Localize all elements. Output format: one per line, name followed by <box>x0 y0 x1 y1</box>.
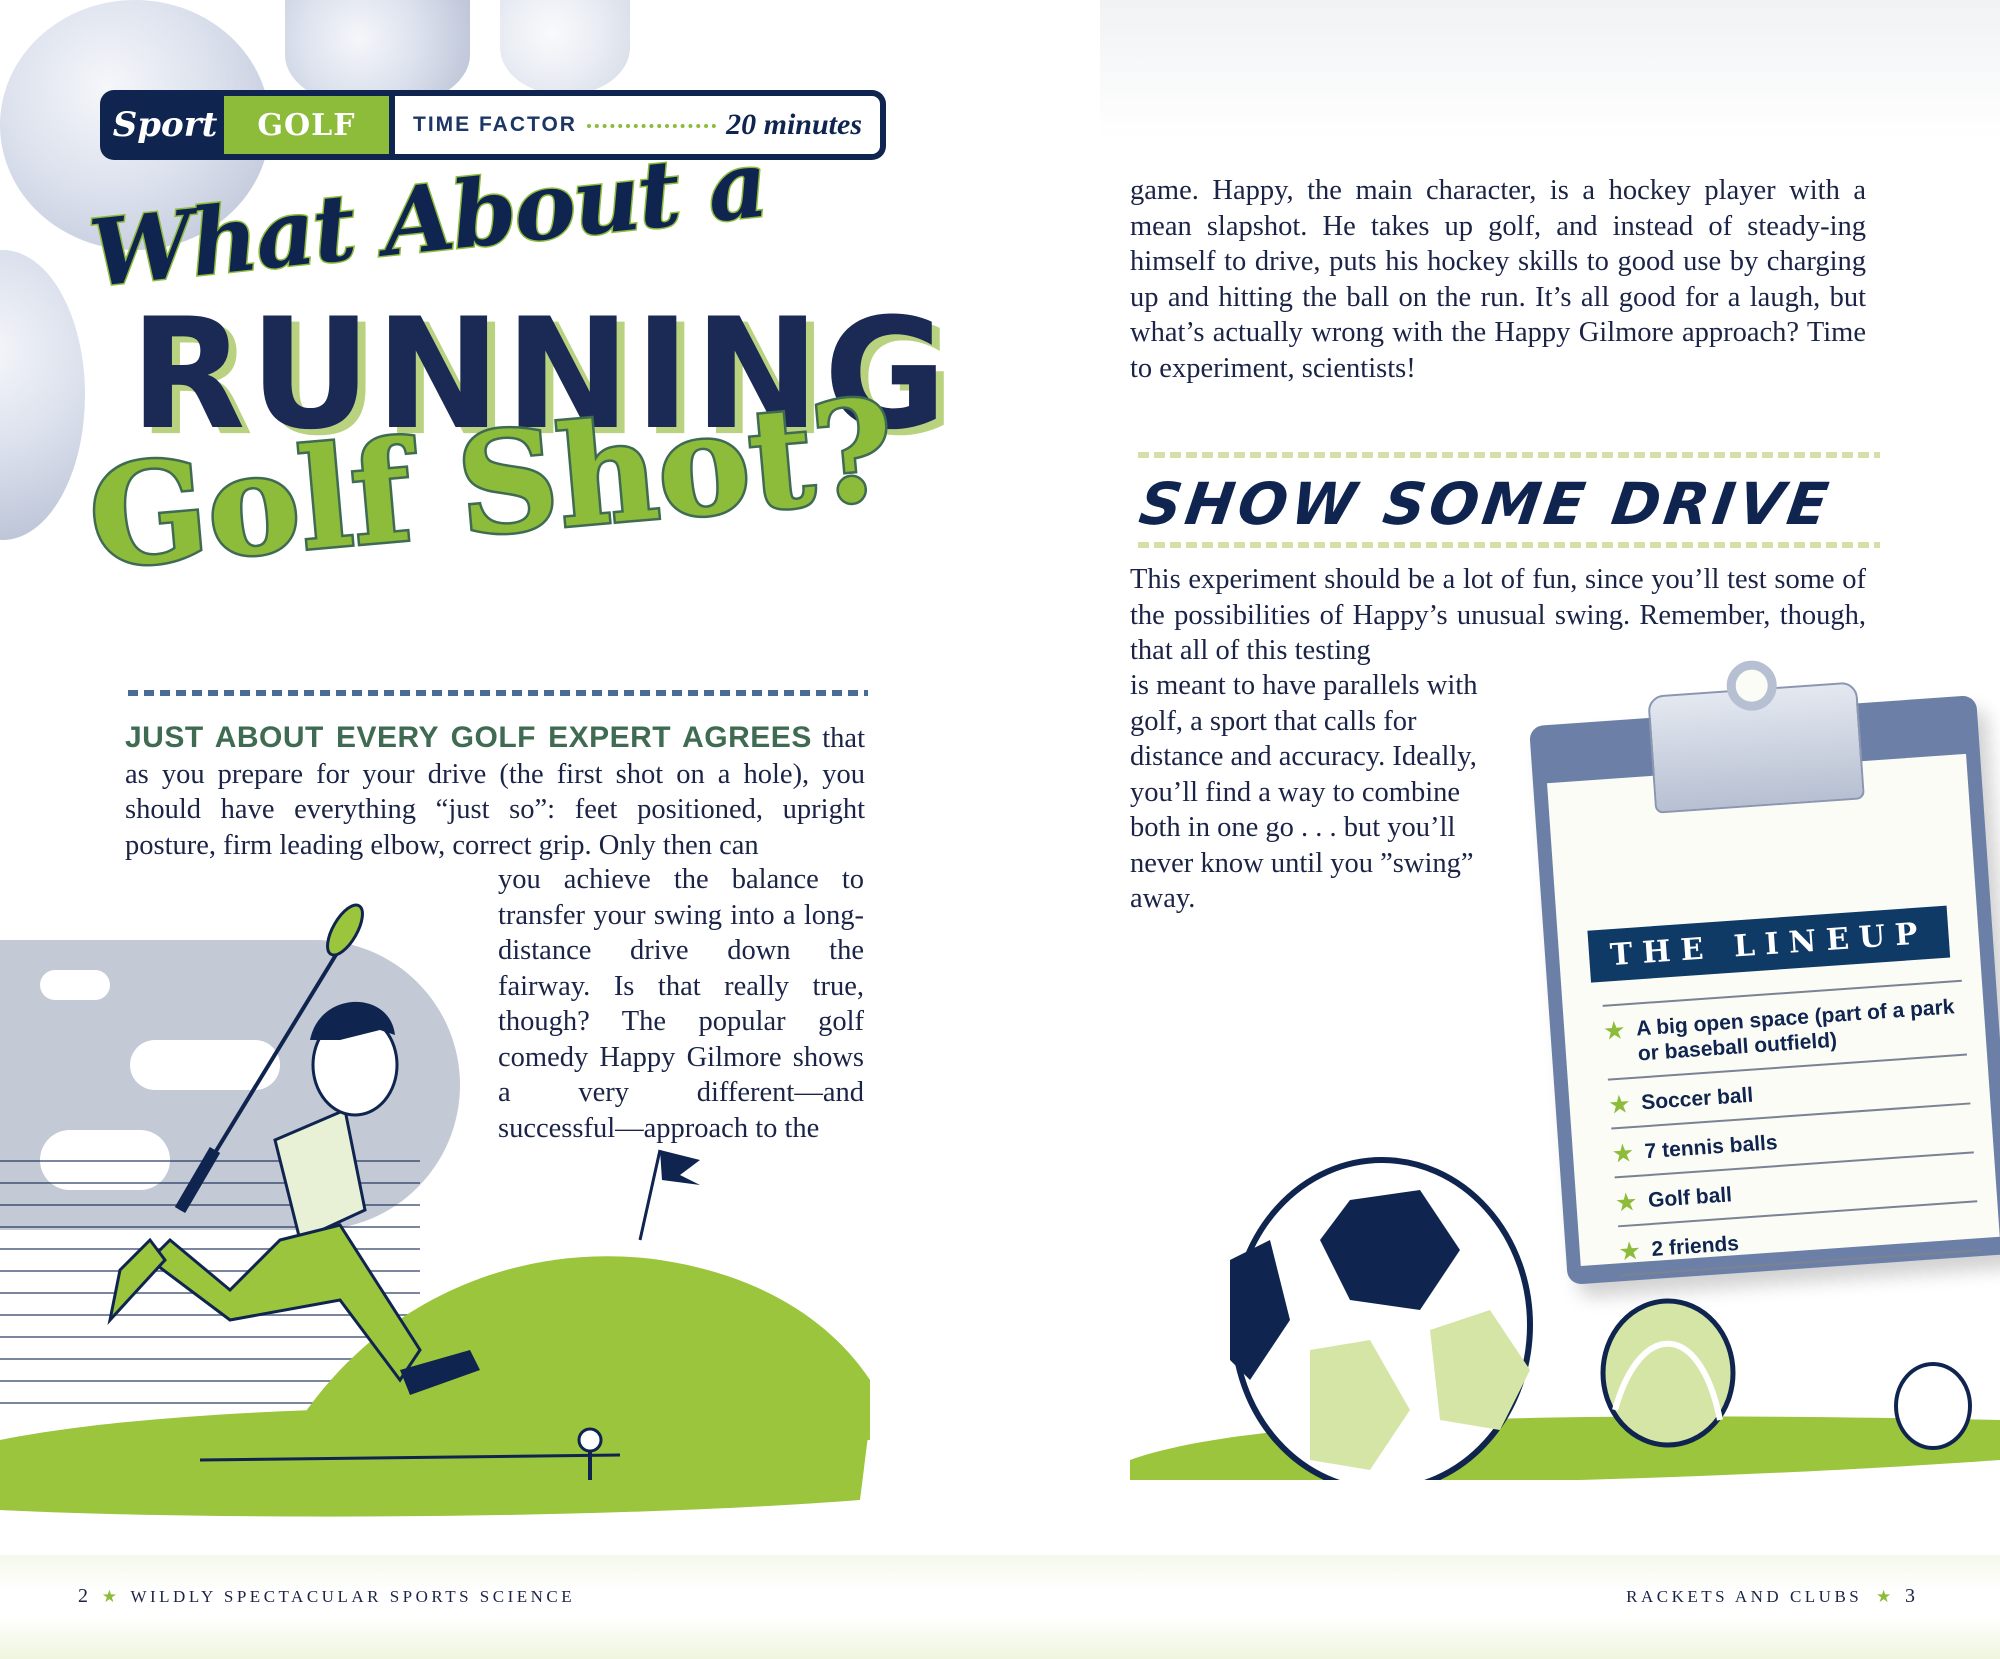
cloud-icon <box>130 1040 280 1090</box>
footer-left: 2 ★ WILDLY SPECTACULAR SPORTS SCIENCE <box>78 1585 575 1608</box>
intro-paragraph: JUST ABOUT EVERY GOLF EXPERT AGREES that… <box>125 721 865 861</box>
running-title-left: WILDLY SPECTACULAR SPORTS SCIENCE <box>130 1587 576 1606</box>
section-heading: SHOW SOME DRIVE <box>1135 470 1837 538</box>
title-line-2: RUNNING <box>130 286 951 464</box>
continued-paragraph: game. Happy, the main character, is a ho… <box>1130 175 1866 384</box>
time-factor-label: TIME FACTOR <box>413 113 577 136</box>
section-divider <box>1138 452 1880 458</box>
section-paragraph-column: is meant to have parallels with golf, a … <box>1130 670 1478 914</box>
golf-ball-decoration <box>0 250 85 540</box>
activity-header-bar: Sport GOLF TIME FACTOR 20 minutes <box>100 90 886 160</box>
section-paragraph: This experiment should be a lot of fun, … <box>1130 564 1866 666</box>
cloud-icon <box>40 970 110 1000</box>
intro-paragraph-column: you achieve the balance to transfer your… <box>498 864 864 1144</box>
time-factor-value: 20 minutes <box>726 108 862 141</box>
star-icon: ★ <box>1603 1017 1626 1044</box>
running-title-right: RACKETS AND CLUBS <box>1626 1587 1863 1606</box>
star-icon: ★ <box>1876 1587 1892 1606</box>
footer-right: RACKETS AND CLUBS ★ 3 <box>1626 1585 1915 1608</box>
sport-value: GOLF <box>224 96 389 154</box>
balls-illustration <box>1130 1157 2000 1480</box>
page-number-right: 3 <box>1905 1585 1915 1607</box>
time-factor: TIME FACTOR 20 minutes <box>395 96 880 154</box>
page-number-left: 2 <box>78 1585 88 1607</box>
clipboard-clip <box>1647 658 1865 814</box>
sport-label: Sport <box>112 105 218 145</box>
star-icon: ★ <box>101 1587 117 1606</box>
lineup-title: THE LINEUP <box>1587 905 1951 983</box>
section-divider <box>128 690 868 696</box>
golf-ball-decoration <box>500 0 630 95</box>
star-icon: ★ <box>1608 1091 1631 1118</box>
footer-band <box>0 1555 2000 1659</box>
top-texture <box>1100 0 2000 140</box>
running-golfer-illustration <box>0 903 870 1517</box>
lead-in: JUST ABOUT EVERY GOLF EXPERT AGREES <box>125 721 812 754</box>
dotted-leader <box>586 124 717 128</box>
section-divider <box>1138 542 1880 548</box>
